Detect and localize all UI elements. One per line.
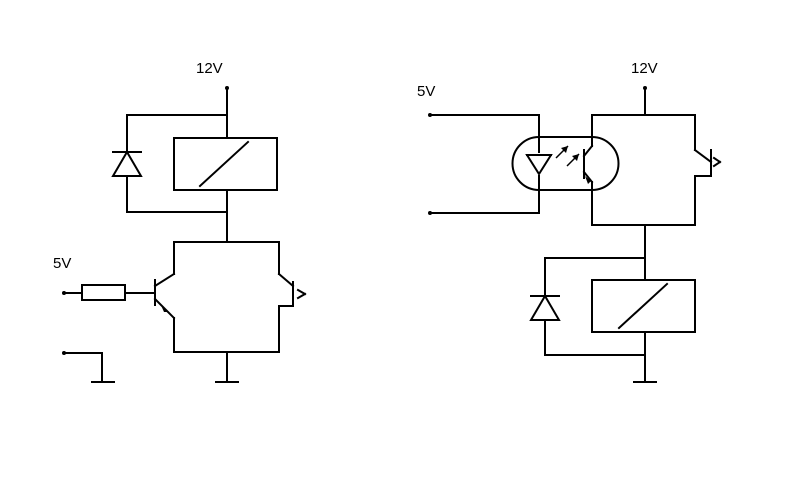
- right-input-wire-bottom: [429, 175, 540, 214]
- right-relay-coil: [591, 279, 696, 333]
- right-flyback-diode: [529, 257, 646, 356]
- left-circuit: 12V: [53, 60, 307, 383]
- right-input-label: 5V: [417, 83, 435, 100]
- right-input-wire-top: [429, 114, 540, 153]
- right-optocoupler: [511, 136, 620, 191]
- left-collector-bus: [173, 241, 280, 275]
- left-relay-switch: [277, 272, 307, 307]
- left-emitter-bus: [173, 305, 280, 353]
- left-ground-wire: [63, 352, 103, 382]
- left-supply-label: 12V: [196, 60, 223, 77]
- right-supply-label: 12V: [631, 60, 658, 77]
- right-circuit: 5V 12V: [417, 60, 722, 383]
- left-base-resistor: [81, 284, 126, 301]
- right-switch-bus-bottom: [591, 175, 696, 226]
- right-switch-bus-top: [591, 114, 696, 151]
- left-transistor: [153, 272, 176, 320]
- left-flyback-diode: [111, 114, 228, 213]
- left-input-label: 5V: [53, 255, 71, 272]
- left-relay-coil: [173, 137, 278, 191]
- right-relay-switch: [693, 148, 722, 177]
